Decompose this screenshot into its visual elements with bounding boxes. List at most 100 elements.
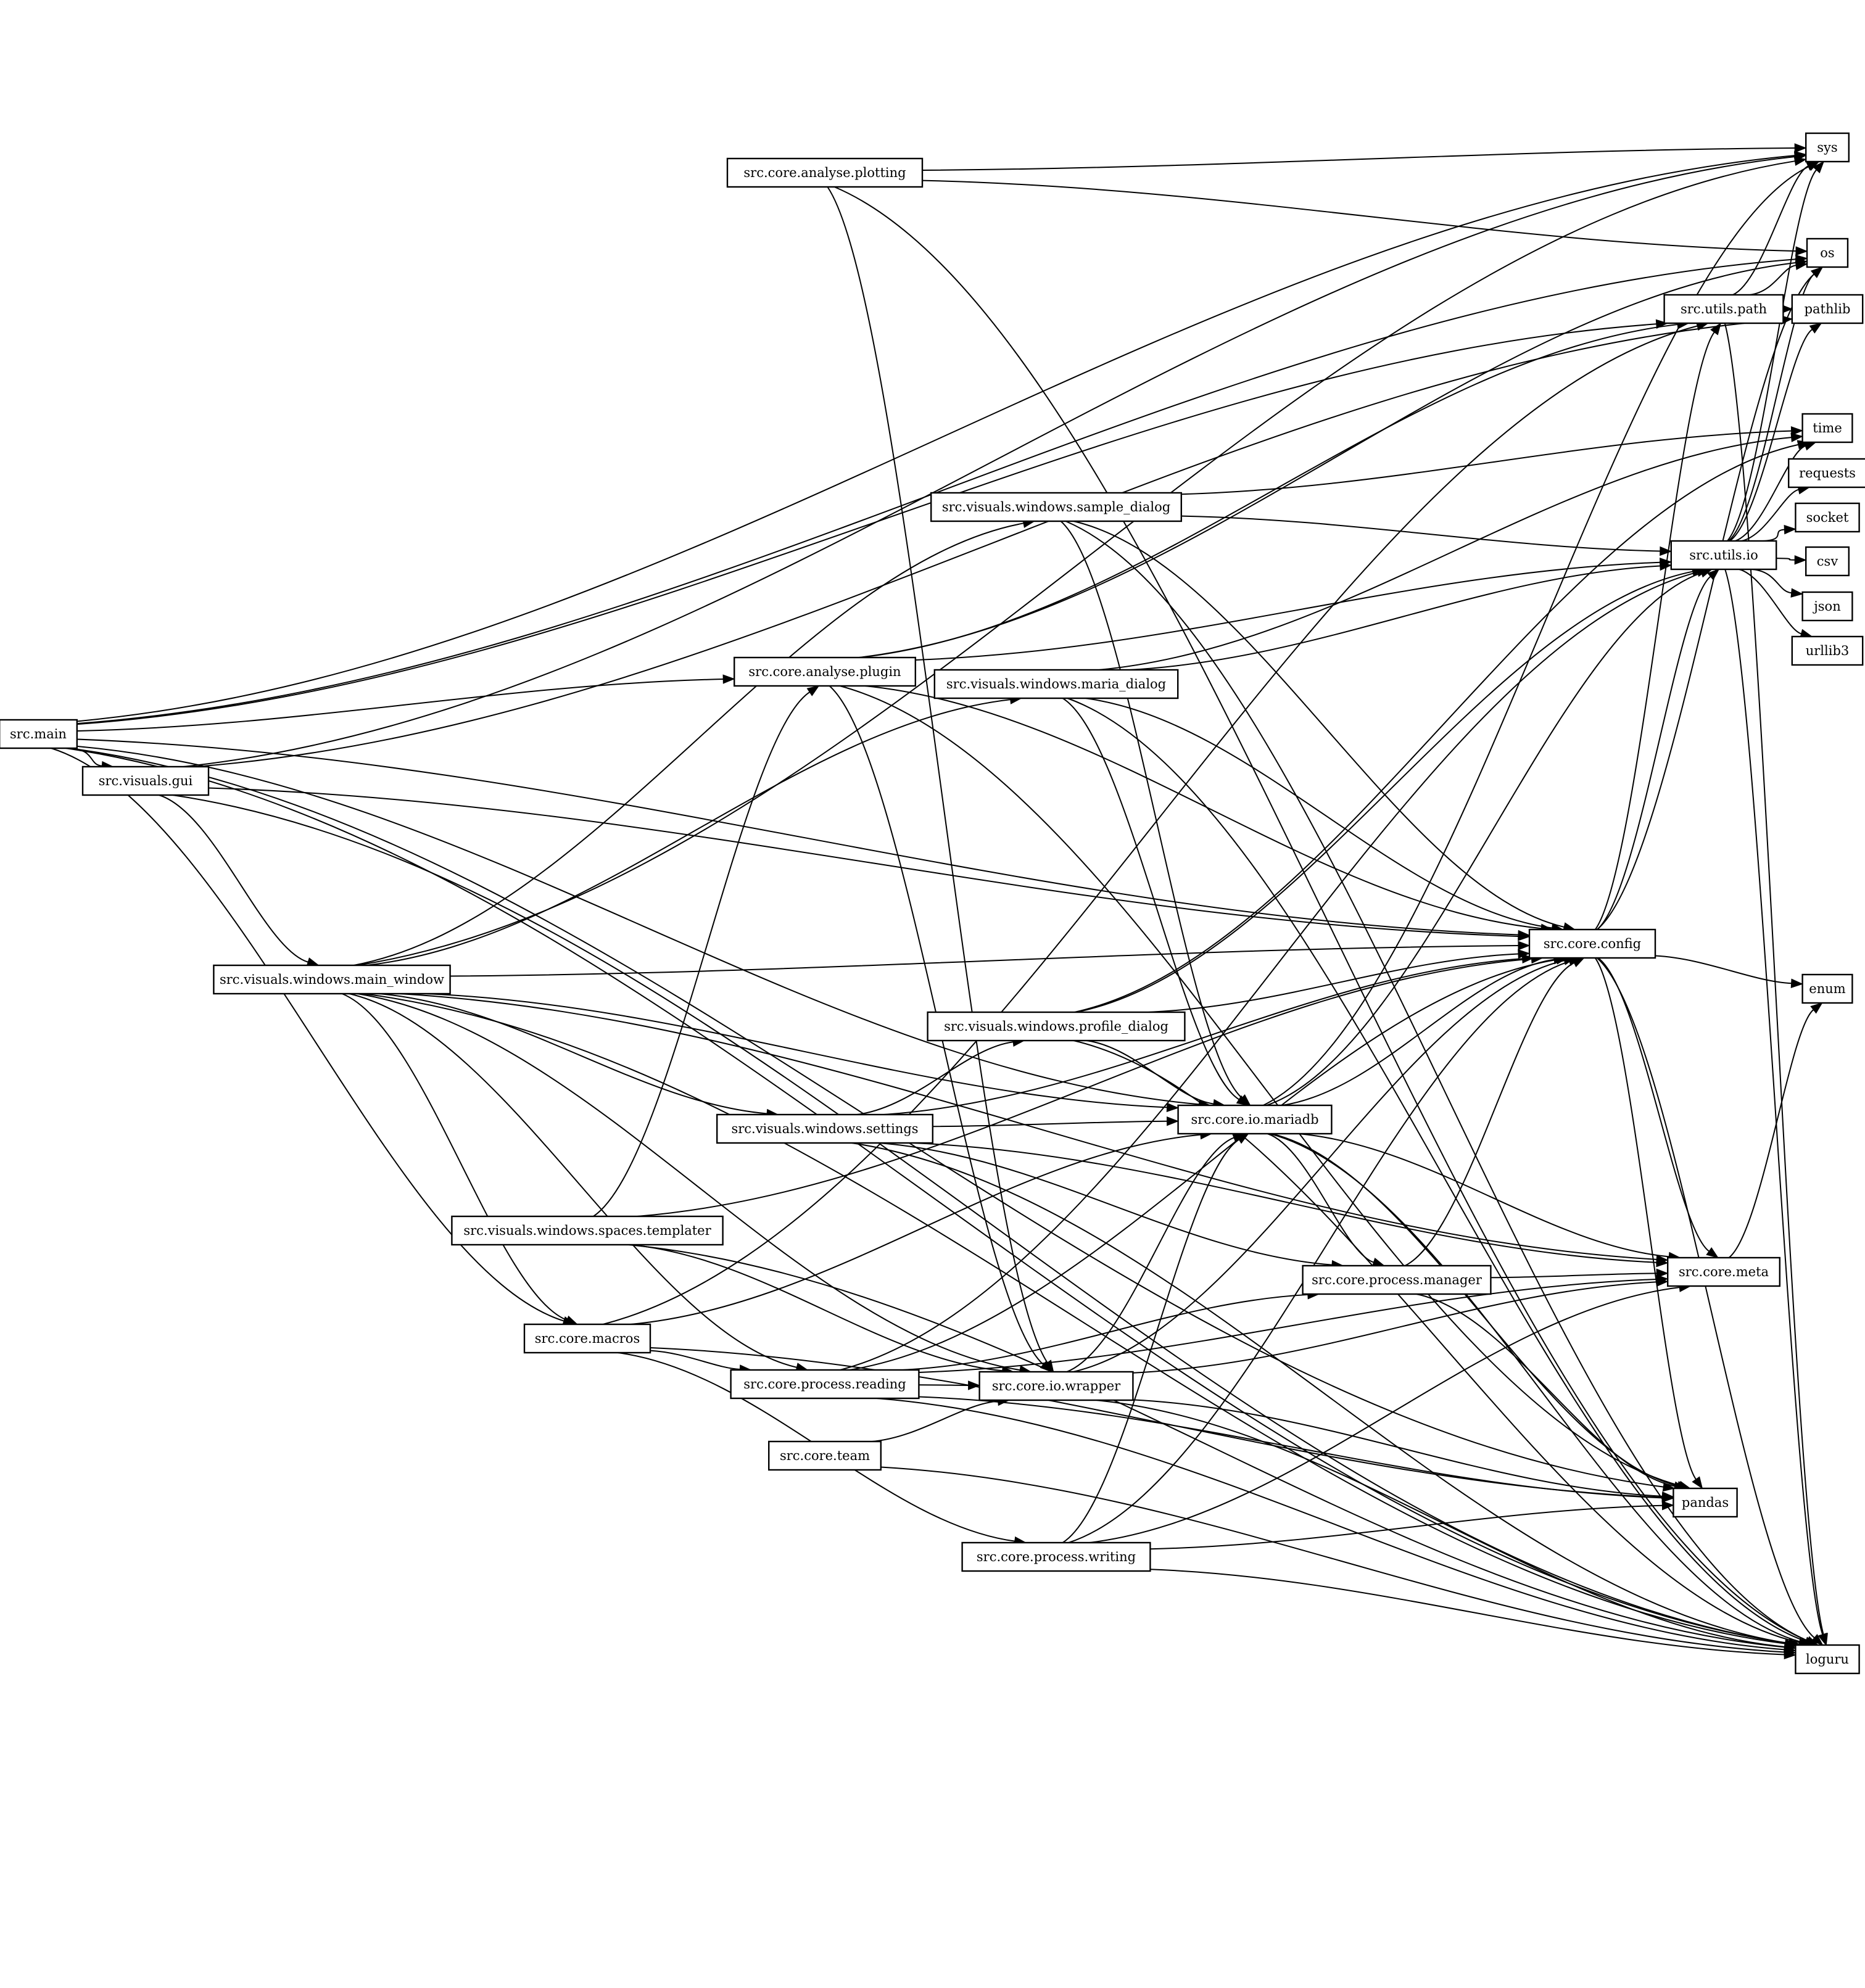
- node-src-core-analyse-plugin: src.core.analyse.plugin: [733, 656, 916, 687]
- edge-line: [919, 1278, 1657, 1373]
- node-src-visuals-windows-maria-dialog: src.visuals.windows.maria_dialog: [933, 669, 1179, 699]
- edge-src-core-config-to-enum: [1655, 955, 1803, 988]
- node-box: [1801, 973, 1853, 1004]
- edge-line: [1741, 489, 1799, 542]
- edge-line: [630, 1244, 1003, 1372]
- edge-line: [1763, 529, 1785, 542]
- node-box: [213, 964, 451, 995]
- edge-line: [834, 186, 1808, 1641]
- edge-src-utils-io-to-socket: [1763, 524, 1797, 542]
- edge-src-core-io-wrapper-to-loguru: [1096, 1400, 1797, 1652]
- arrowhead: [1794, 143, 1807, 153]
- node-src-core-meta: src.core.meta: [1666, 1256, 1780, 1287]
- node-src-core-process-reading: src.core.process.reading: [730, 1369, 920, 1400]
- node-src-core-team: src.core.team: [767, 1440, 882, 1471]
- node-box: [930, 492, 1182, 522]
- edge-line: [1724, 569, 1824, 1635]
- edge-src-visuals-windows-profile-dialog-to-time: [1074, 440, 1810, 1013]
- node-box: [767, 1440, 882, 1471]
- node-box: [1801, 591, 1853, 622]
- arrowhead: [1661, 1501, 1674, 1511]
- arrowhead: [1236, 1095, 1249, 1106]
- edge-src-utils-io-to-pathlib: [1729, 323, 1822, 542]
- edge-line: [363, 993, 1785, 1644]
- arrowhead: [1656, 1268, 1669, 1279]
- edge-src-visuals-windows-spaces-templater-to-src-core-analyse-plugin: [593, 685, 820, 1217]
- node-label: src.core.process.manager: [1312, 1272, 1482, 1287]
- edge-line: [1067, 698, 1806, 1642]
- edge-src-utils-path-to-sys: [1732, 161, 1819, 295]
- arrowhead: [722, 674, 735, 684]
- edge-src-visuals-windows-maria-dialog-to-src-core-config: [1085, 698, 1564, 933]
- edge-line: [1065, 521, 1808, 1641]
- edge-line: [864, 685, 1542, 930]
- edge-line: [183, 156, 1795, 767]
- arrowhead: [1784, 1649, 1797, 1660]
- arrowhead: [1811, 1634, 1824, 1646]
- edge-src-core-io-mariadb-to-src-core-process-manager: [1267, 1133, 1385, 1267]
- edge-src-main-to-src-core-config: [77, 738, 1531, 940]
- edge-line: [1739, 569, 1802, 635]
- edge-line: [859, 324, 1678, 658]
- edge-line: [1068, 960, 1570, 1543]
- edge-line: [1597, 575, 1711, 930]
- edge-src-core-analyse-plugin-to-pandas: [840, 685, 1691, 1490]
- node-box: [0, 719, 78, 749]
- node-label: sys: [1817, 140, 1837, 155]
- arrowhead: [1571, 957, 1585, 968]
- arrowhead: [1790, 588, 1803, 598]
- edge-line: [1281, 959, 1555, 1106]
- node-box: [1528, 928, 1656, 959]
- node-label: enum: [1809, 981, 1845, 996]
- arrowhead: [1790, 426, 1803, 436]
- edge-line: [631, 1134, 1201, 1325]
- edge-src-utils-io-to-urllib3: [1739, 569, 1813, 638]
- arrowhead: [1817, 1633, 1827, 1646]
- edge-line: [932, 1120, 1167, 1128]
- edge-src-visuals-windows-maria-dialog-to-src-core-io-mariadb: [1062, 698, 1249, 1106]
- edge-line: [1724, 323, 1824, 1635]
- edge-line: [1597, 273, 1815, 930]
- edge-line: [77, 155, 1795, 722]
- edge-line: [354, 522, 1024, 966]
- edge-line: [851, 1142, 1790, 1644]
- edge-line: [77, 738, 1519, 936]
- node-box: [1673, 1487, 1738, 1518]
- node-csv: csv: [1805, 546, 1850, 577]
- node-label: src.core.meta: [1679, 1264, 1769, 1279]
- arrowhead: [1167, 1116, 1179, 1126]
- edge-line: [1133, 1281, 1657, 1374]
- edge-src-core-config-to-loguru: [1596, 957, 1824, 1646]
- edge-line: [1148, 953, 1519, 1013]
- edge-src-core-io-mariadb-to-src-core-config: [1281, 955, 1566, 1106]
- edge-src-core-analyse-plotting-to-sys: [922, 143, 1807, 171]
- node-box: [1795, 1644, 1860, 1675]
- edge-src-utils-io-to-loguru: [1724, 569, 1827, 1646]
- edge-src-visuals-windows-spaces-templater-to-src-core-io-wrapper: [630, 1244, 1015, 1376]
- node-src-visuals-windows-spaces-templater: src.visuals.windows.spaces.templater: [451, 1215, 724, 1246]
- edge-line: [77, 678, 724, 732]
- arrowhead: [1710, 322, 1722, 336]
- edge-line: [1266, 572, 1702, 1106]
- edge-line: [366, 699, 1011, 966]
- edge-line: [1062, 698, 1239, 1100]
- edge-line: [840, 685, 1680, 1487]
- arrowhead: [564, 1315, 578, 1325]
- edge-src-visuals-windows-main-window-to-src-core-io-wrapper: [357, 993, 1032, 1375]
- edge-line: [1728, 273, 1814, 542]
- edge-src-core-io-wrapper-to-pandas: [1133, 1399, 1674, 1501]
- edge-src-visuals-windows-main-window-to-src-visuals-windows-sample-dialog: [354, 518, 1036, 966]
- edge-line: [1267, 1133, 1374, 1263]
- node-box: [978, 1371, 1134, 1401]
- edge-src-core-analyse-plotting-to-src-core-io-wrapper: [827, 186, 1054, 1373]
- arrowhead: [1661, 1491, 1674, 1501]
- node-box: [523, 1323, 651, 1354]
- edge-line: [603, 325, 1698, 1325]
- edge-line: [1732, 165, 1809, 295]
- node-label: time: [1813, 421, 1842, 435]
- node-label: src.core.config: [1544, 936, 1641, 951]
- node-src-core-config: src.core.config: [1528, 928, 1656, 959]
- node-src-visuals-gui: src.visuals.gui: [81, 765, 210, 796]
- edge-line: [1491, 1272, 1657, 1279]
- edge-src-main-to-src-core-io-mariadb: [77, 745, 1211, 1110]
